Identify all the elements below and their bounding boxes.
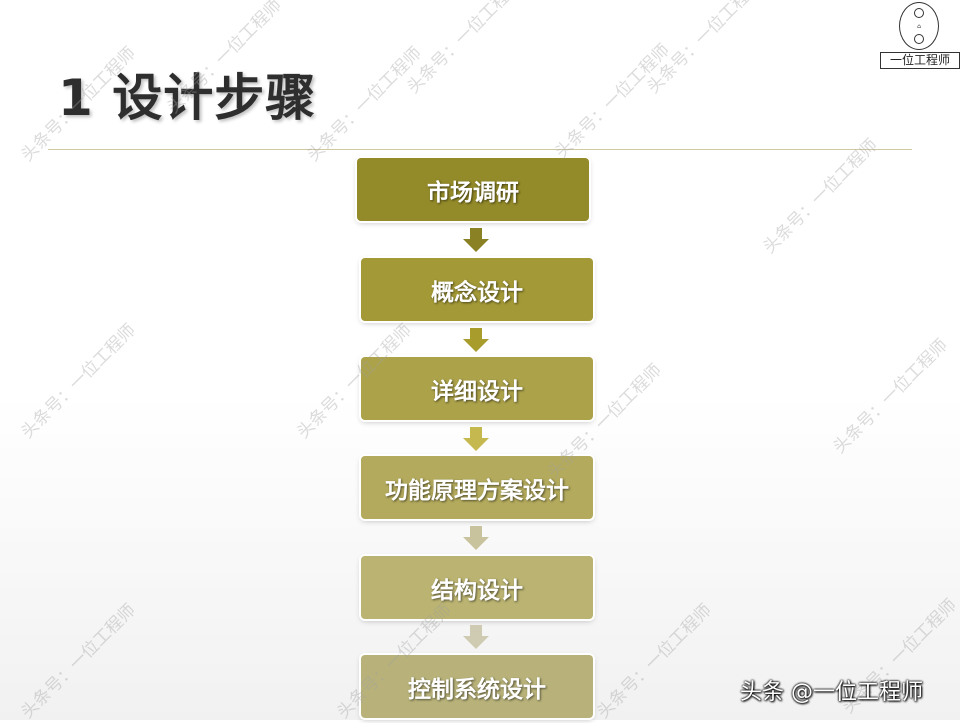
down-arrow-icon xyxy=(463,228,489,252)
step-box-market-research: 市场调研 xyxy=(357,158,589,221)
watermark-text: 头条号：一位工程师 xyxy=(403,0,526,98)
step-box-concept-design: 概念设计 xyxy=(361,258,593,321)
step-box-structural-design: 结构设计 xyxy=(361,556,593,619)
step-label: 详细设计 xyxy=(431,378,523,405)
slide-title: 1 设计步骤 xyxy=(58,69,317,127)
title-divider xyxy=(48,149,912,150)
credit-text: 头条 @一位工程师 xyxy=(740,680,923,705)
watermark-text: 头条号：一位工程师 xyxy=(303,43,426,166)
step-label: 概念设计 xyxy=(431,279,523,306)
logo-emblem: ⌂ xyxy=(899,2,939,50)
watermark-text: 头条号：一位工程师 xyxy=(17,600,140,723)
step-box-detailed-design: 详细设计 xyxy=(361,357,593,420)
step-label: 控制系统设计 xyxy=(408,676,546,703)
watermark-text: 头条号：一位工程师 xyxy=(593,600,716,723)
down-arrow-icon xyxy=(463,427,489,451)
step-box-control-system-design: 控制系统设计 xyxy=(361,655,593,718)
logo-top-dot xyxy=(914,8,924,18)
watermark-text: 头条号：一位工程师 xyxy=(17,320,140,443)
step-label: 市场调研 xyxy=(427,179,519,206)
brand-logo: ⌂ 一位工程师 xyxy=(880,0,960,72)
watermark-text: 头条号：一位工程师 xyxy=(759,135,882,258)
watermark-text: 头条号：一位工程师 xyxy=(829,335,952,458)
watermark-text: 头条号：一位工程师 xyxy=(551,40,674,163)
down-arrow-icon xyxy=(463,625,489,649)
step-label: 功能原理方案设计 xyxy=(385,477,569,504)
watermark-text: 头条号：一位工程师 xyxy=(643,0,766,98)
step-label: 结构设计 xyxy=(431,577,523,604)
down-arrow-icon xyxy=(463,328,489,352)
logo-label: 一位工程师 xyxy=(880,52,960,69)
logo-mid-glyph: ⌂ xyxy=(917,23,921,30)
logo-bottom-dot xyxy=(914,34,924,44)
step-box-functional-principle-design: 功能原理方案设计 xyxy=(361,456,593,519)
down-arrow-icon xyxy=(463,526,489,550)
